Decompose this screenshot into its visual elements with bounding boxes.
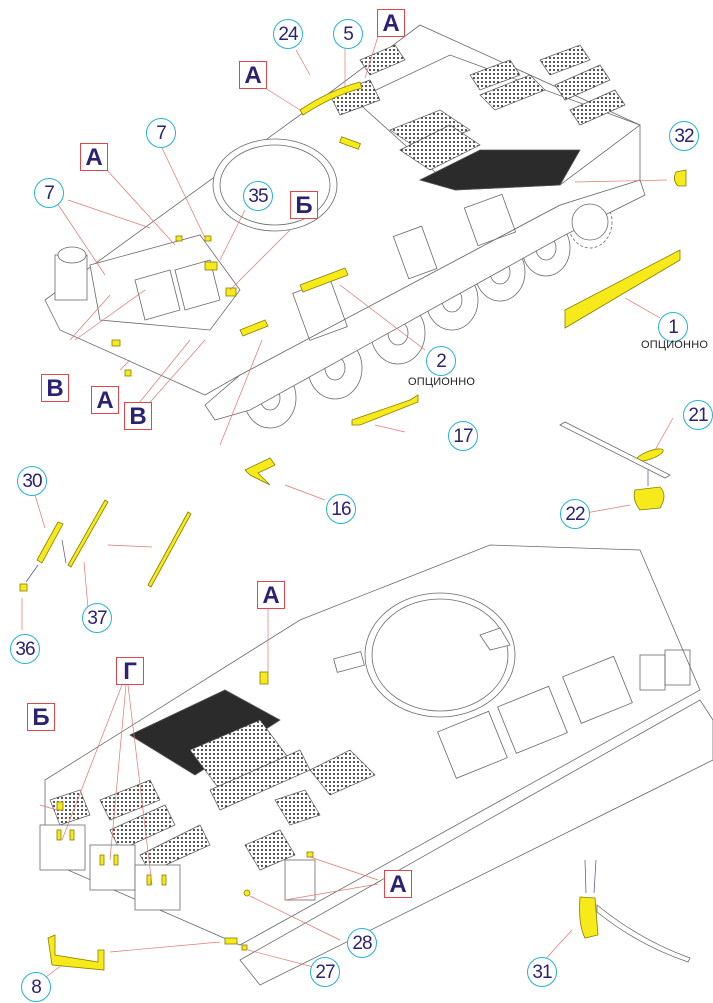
upper-yellow-parts (111, 81, 687, 511)
ref-B-front: Б (290, 191, 318, 219)
ref-A-rear-side: А (384, 870, 412, 898)
ref-G-rear: Г (116, 657, 144, 685)
part-8-bracket (47, 934, 105, 971)
shovel-assembly (559, 421, 671, 486)
ref-V-right: В (124, 402, 152, 430)
part-31-axe-head (579, 896, 599, 939)
callout-1: 1 (658, 312, 688, 342)
ref-V-left: В (41, 374, 69, 402)
note-optional-2: ОПЦИОННО (408, 376, 476, 388)
part-2-strip (299, 267, 349, 293)
lower-hull-skirt (239, 699, 713, 986)
ref-B-rear: Б (27, 703, 55, 731)
callout-5: 5 (333, 19, 363, 49)
callout-30: 30 (17, 466, 47, 496)
part-17-channel (351, 394, 419, 426)
turret-ring (212, 138, 338, 232)
upper-vehicle-drawing (44, 24, 646, 429)
callout-8: 8 (21, 972, 51, 1002)
callout-35: 35 (243, 181, 273, 211)
callout-2: 2 (426, 346, 456, 376)
part-5-handrail (299, 81, 363, 116)
callout-17: 17 (448, 421, 478, 451)
callout-37: 37 (82, 603, 112, 633)
callout-28: 28 (347, 928, 377, 958)
ref-A-top-left: А (239, 61, 267, 89)
callout-24: 24 (273, 19, 303, 49)
ref-A-top-right: А (377, 9, 405, 37)
ref-A-rear-top: А (257, 581, 285, 609)
part-30-rail (36, 521, 64, 564)
engine-grille (418, 149, 581, 191)
callout-7-center: 7 (146, 118, 176, 148)
part-22-blade (633, 486, 665, 511)
callout-16: 16 (326, 494, 356, 524)
lower-yellow-parts (47, 671, 691, 971)
callout-32: 32 (669, 121, 699, 151)
upper-leader-lines (54, 29, 674, 515)
callout-22: 22 (560, 499, 590, 529)
callout-21: 21 (683, 400, 713, 430)
lower-vehicle-drawing (39, 544, 713, 986)
ref-A-front: А (80, 143, 108, 171)
part-37-strip (67, 499, 109, 568)
loose-parts (19, 494, 192, 630)
callout-31: 31 (527, 957, 557, 987)
part-30-assembled (147, 511, 192, 588)
part-32-clip (674, 169, 687, 187)
part-36-cap (19, 583, 28, 592)
part-1-fender (564, 249, 681, 329)
lower-leader-lines (37, 600, 597, 984)
part-16-bracket (244, 457, 276, 486)
callout-36: 36 (10, 634, 40, 664)
callout-7-left: 7 (34, 178, 64, 208)
rear-engine-grille (129, 689, 281, 776)
ref-A-bumper: А (91, 386, 119, 414)
note-optional-1: ОПЦИОННО (641, 339, 709, 351)
lower-turret-ring (364, 592, 516, 718)
callout-27: 27 (310, 957, 340, 987)
